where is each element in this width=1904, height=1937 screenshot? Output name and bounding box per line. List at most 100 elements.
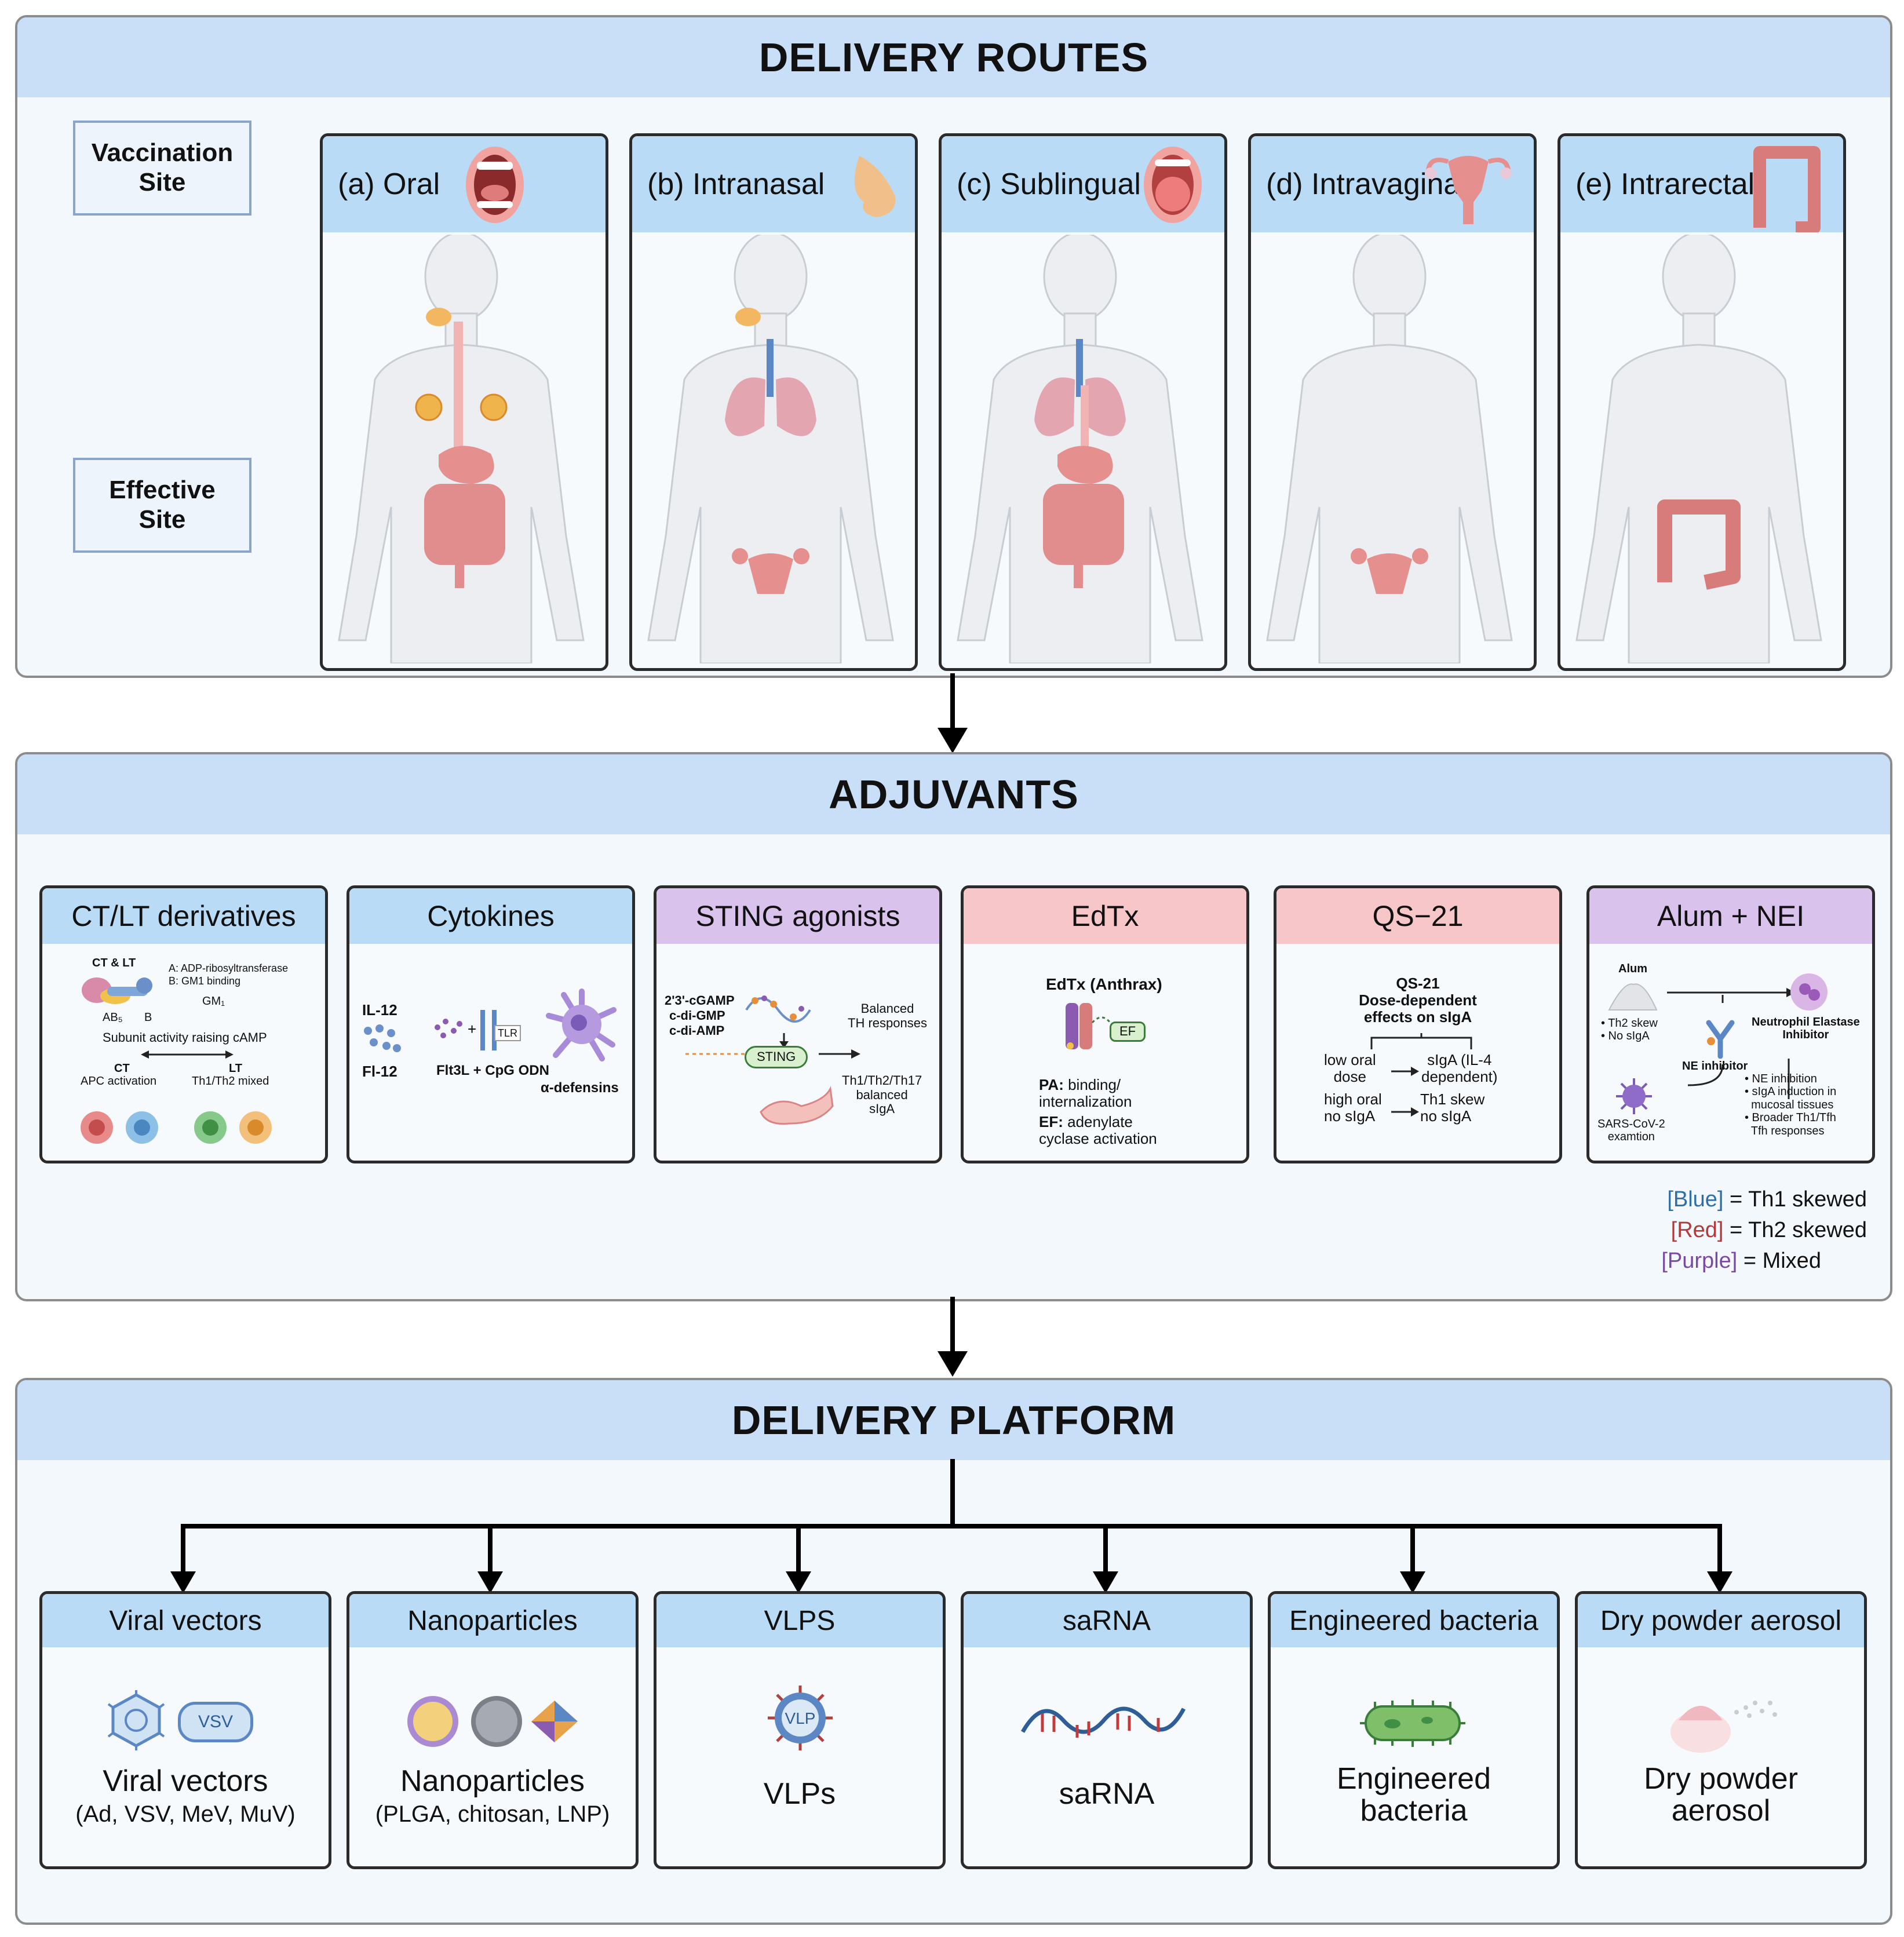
- ctlt-lt-desc: Th1/Th2 mixed: [192, 1075, 269, 1088]
- edtx-pa-text: binding/ internalization: [1039, 1076, 1132, 1111]
- ctlt-b: B: [144, 1011, 152, 1024]
- legend-blue: [Blue] = Th1 skewed: [1667, 1184, 1867, 1215]
- platform-engineered-bacteria-title: Engineered bacteria: [1271, 1594, 1557, 1647]
- vaccination-site-label: Vaccination Site: [73, 121, 251, 216]
- platform-sarna-main: saRNA: [1059, 1777, 1155, 1811]
- adjuvant-sting-body: 2'3'-cGAMP c-di-GMP c-di-AMP STING Balan…: [656, 946, 939, 1161]
- inhaler-icon: [1670, 1701, 1777, 1753]
- body-intrarectal-illustration: [1575, 235, 1822, 663]
- ctlt-lt: LT: [229, 1062, 242, 1075]
- edtx-sub: EdTx (Anthrax): [1046, 975, 1162, 993]
- edtx-pa: PA: binding/ internalization: [1039, 1060, 1132, 1110]
- adjuvant-edtx-title: EdTx: [964, 888, 1246, 944]
- delivery-routes-panel: DELIVERY ROUTES Vaccination Site Effecti…: [15, 15, 1892, 678]
- ctlt-ct: CT: [114, 1062, 130, 1075]
- platform-nanoparticles-title: Nanoparticles: [349, 1594, 636, 1647]
- antibody-icon: [1706, 1020, 1735, 1059]
- cytokines-defensins: α-defensins: [541, 1080, 619, 1096]
- alum-skew: • Th2 skew • No sIgA: [1601, 1017, 1658, 1043]
- legend-purple: [Purple] = Mixed: [1661, 1246, 1867, 1276]
- ctlt-ct-desc: APC activation: [81, 1075, 157, 1088]
- routes-to-adjuvants-arrow: [950, 673, 955, 731]
- platform-engineered-bacteria: Engineered bacteria Engineered bacteria: [1268, 1591, 1560, 1869]
- anthrax-toxin-icon: [1066, 1003, 1113, 1049]
- body-oral-illustration: [338, 235, 585, 663]
- immune-cells-icon: [81, 1111, 272, 1144]
- cytokine-cluster-icon: [364, 1024, 401, 1052]
- alum-flow-arrows: [1667, 988, 1796, 1099]
- platform-viral-vectors: Viral vectors VSV Viral vectors (Ad, VSV…: [39, 1591, 331, 1869]
- vlp-icon: VLP: [768, 1686, 833, 1750]
- mucosa-tissue-icon: [760, 1085, 834, 1125]
- adjuvant-ctlt-title: CT/LT derivatives: [42, 888, 325, 944]
- adjuvant-cytokines-body: IL-12 Fl-12 + TLR Flt3L + CpG ODN α-defe…: [349, 946, 632, 1161]
- route-sublingual-label: (c) Sublingual: [957, 167, 1141, 201]
- legend-red-key: [Red]: [1670, 1218, 1724, 1243]
- adjuvant-alum-body: Alum • Th2 skew • No sIgA Neutrophil Ela…: [1589, 946, 1872, 1161]
- adjuvant-cytokines-title: Cytokines: [349, 888, 632, 944]
- cytokines-tlr: TLR: [494, 1025, 521, 1042]
- adjuvant-alum-title: Alum + NEI: [1589, 888, 1872, 944]
- dendritic-cell-icon: [546, 988, 617, 1061]
- adjuvants-panel: ADJUVANTS CT/LT derivatives CT & LT A: A…: [15, 752, 1892, 1301]
- route-card-oral: (a) Oral: [320, 133, 608, 671]
- delivery-platform-title: DELIVERY PLATFORM: [17, 1380, 1890, 1460]
- adjuvant-sting-box: STING agonists 2'3'-cGAMP c-di-GMP c-di-…: [654, 885, 942, 1163]
- route-card-sublingual: (c) Sublingual: [939, 133, 1227, 671]
- adjuvant-edtx-box: EdTx EdTx (Anthrax) EF PA: binding/ inte…: [961, 885, 1249, 1163]
- adjuvant-cytokines-box: Cytokines IL-12 Fl-12 + TLR Flt3L + CpG …: [346, 885, 635, 1163]
- adjuvants-title: ADJUVANTS: [17, 754, 1890, 834]
- ctlt-b-text: B: GM1 binding: [169, 975, 241, 987]
- qs21-low: low oral dose: [1324, 1051, 1376, 1086]
- qs21-sub: QS-21 Dose-dependent effects on sIgA: [1359, 975, 1477, 1026]
- route-intranasal-label: (b) Intranasal: [647, 167, 825, 201]
- body-intranasal-illustration: [647, 235, 894, 663]
- uterus-icon: [1425, 156, 1512, 224]
- vsv-icon-label: VSV: [198, 1712, 234, 1731]
- sting-result: Th1/Th2/Th17 balanced sIgA: [842, 1073, 922, 1117]
- edtx-ef: EF: [1110, 1022, 1146, 1042]
- platform-vlps-title: VLPS: [656, 1594, 943, 1647]
- body-sublingual-illustration: [957, 235, 1203, 663]
- virus-capsid-icon: [107, 1690, 165, 1750]
- adjuvant-qs21-title: QS−21: [1276, 888, 1559, 944]
- platform-nanoparticles-sub: (PLGA, chitosan, LNP): [375, 1801, 610, 1827]
- legend-purple-key: [Purple]: [1661, 1249, 1738, 1274]
- adjuvant-legend: [Blue] = Th1 skewed [Red] = Th2 skewed […: [1661, 1184, 1867, 1277]
- dna-strand-icon: [745, 995, 811, 1023]
- adjuvant-qs21-body: QS-21 Dose-dependent effects on sIgA low…: [1276, 946, 1559, 1161]
- route-card-intranasal: (b) Intranasal: [629, 133, 918, 671]
- cytokines-flt3l: Flt3L + CpG ODN: [436, 1063, 549, 1078]
- routes-to-adjuvants-arrowhead: [938, 728, 968, 753]
- platform-vlps: VLPS VLP VLPs: [654, 1591, 946, 1869]
- alum-powder-icon: [1608, 983, 1658, 1011]
- platform-viral-vectors-title: Viral vectors: [42, 1594, 329, 1647]
- platform-sarna: saRNA saRNA: [961, 1591, 1253, 1869]
- body-intravaginal-illustration: [1266, 235, 1513, 663]
- platform-vlps-main: VLPs: [763, 1777, 836, 1811]
- tongue-icon: [1144, 147, 1202, 223]
- sting-balanced: Balanced TH responses: [848, 1001, 927, 1030]
- ctlt-label: CT & LT: [92, 957, 136, 969]
- route-card-intrarectal: (e) Intrarectal: [1558, 133, 1846, 671]
- alum-label: Alum: [1618, 962, 1647, 975]
- ctlt-subunit: Subunit activity raising cAMP: [103, 1030, 267, 1045]
- vlp-icon-label: VLP: [785, 1709, 816, 1727]
- sting-node: STING: [745, 1046, 808, 1068]
- ctlt-gm1: GM₁: [202, 995, 225, 1008]
- platform-dry-powder-aerosol-main: Dry powder aerosol: [1644, 1762, 1798, 1827]
- ctlt-split-arrow: [141, 1050, 234, 1059]
- adjuvant-alum-box: Alum + NEI Alum • Th2 skew • No sIgA Neu…: [1586, 885, 1875, 1163]
- delivery-routes-title: DELIVERY ROUTES: [17, 17, 1890, 97]
- legend-red: [Red] = Th2 skewed: [1667, 1215, 1867, 1246]
- platform-sarna-title: saRNA: [964, 1594, 1250, 1647]
- qs21-arrows: [1391, 1067, 1419, 1117]
- cytokines-fl12: Fl-12: [362, 1063, 397, 1080]
- alum-bullets: • NE inhibition • sIgA induction in muco…: [1745, 1073, 1837, 1137]
- platform-viral-vectors-sub: (Ad, VSV, MeV, MuV): [75, 1801, 296, 1827]
- sting-ligand-3: c-di-AMP: [669, 1023, 725, 1038]
- mouth-icon: [466, 147, 524, 223]
- neutrophil-icon: [1790, 973, 1828, 1011]
- route-oral-label: (a) Oral: [338, 167, 440, 201]
- edtx-ef-key: EF:: [1039, 1113, 1063, 1131]
